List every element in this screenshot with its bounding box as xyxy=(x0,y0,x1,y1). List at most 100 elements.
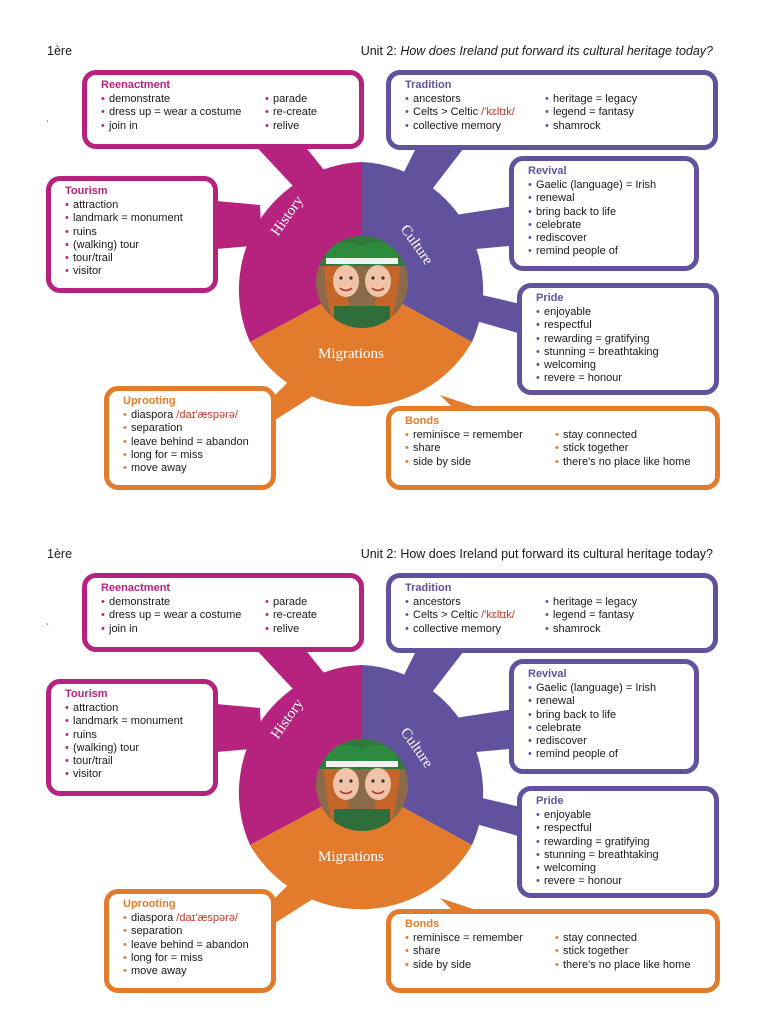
list-item: separation xyxy=(123,925,261,938)
unit-label: Unit 2: xyxy=(360,44,397,58)
list-item: respectful xyxy=(536,822,704,835)
list-item: attraction xyxy=(65,702,203,715)
list-item: stay connected xyxy=(555,932,690,945)
bonds-col2: stay connectedstick togetherthere's no p… xyxy=(555,932,690,972)
list-item: renewal xyxy=(528,192,684,205)
list-item: move away xyxy=(123,965,261,978)
history-connector-tourism xyxy=(205,703,262,753)
reenactment-col1: demonstratedress up = wear a costumejoin… xyxy=(101,596,265,636)
tourism-box: Tourism attractionlandmark = monumentrui… xyxy=(46,679,218,796)
tourism-list: attractionlandmark = monumentruins(walki… xyxy=(65,702,203,781)
migrations-segment xyxy=(250,282,472,407)
list-item: re-create xyxy=(265,106,317,119)
list-item: revere = honour xyxy=(536,875,704,888)
list-item: stunning = breathtaking xyxy=(536,346,704,359)
list-item: landmark = monument xyxy=(65,715,203,728)
list-item: rewarding = gratifying xyxy=(536,836,704,849)
bonds-col2: stay connectedstick togetherthere's no p… xyxy=(555,429,690,469)
list-item: diaspora /daɪ'æspərə/ xyxy=(123,912,261,925)
unit-question: Unit 2: How does Ireland put forward its… xyxy=(361,44,713,58)
list-item: Gaelic (language) = Irish xyxy=(528,179,684,192)
list-item: stay connected xyxy=(555,429,690,442)
reenactment-title: Reenactment xyxy=(101,582,171,594)
reenactment-title: Reenactment xyxy=(101,79,171,91)
level-label: 1ère xyxy=(47,44,73,58)
celtic-phonetic: /'kɛltɪk/ xyxy=(481,106,515,119)
pride-title: Pride xyxy=(536,795,564,807)
list-item: collective memory xyxy=(405,623,545,636)
list-item: leave behind = abandon xyxy=(123,436,261,449)
tourism-list: attractionlandmark = monumentruins(walki… xyxy=(65,199,203,278)
list-item: stick together xyxy=(555,442,690,455)
list-item: reminisce = remember xyxy=(405,932,555,945)
unit-question-text: How does Ireland put forward its cultura… xyxy=(400,44,713,58)
level-label: 1ère xyxy=(47,547,73,561)
uprooting-box: Uprooting diaspora /daɪ'æspərə/ separati… xyxy=(104,386,276,490)
list-item: revere = honour xyxy=(536,372,704,385)
list-item: respectful xyxy=(536,319,704,332)
list-item: parade xyxy=(265,596,317,609)
list-item: bring back to life xyxy=(528,206,684,219)
list-item: parade xyxy=(265,93,317,106)
stray-mark: ˎ xyxy=(46,112,50,123)
list-item: separation xyxy=(123,422,261,435)
list-item: heritage = legacy xyxy=(545,93,637,106)
list-item: long for = miss xyxy=(123,952,261,965)
celtic-phonetic: /'kɛltɪk/ xyxy=(481,609,515,622)
list-item: legend = fantasy xyxy=(545,609,637,622)
list-item: tour/trail xyxy=(65,252,203,265)
uprooting-title: Uprooting xyxy=(123,395,176,407)
uprooting-box: Uprooting diaspora /daɪ'æspərə/ separati… xyxy=(104,889,276,993)
list-item: stunning = breathtaking xyxy=(536,849,704,862)
list-item: join in xyxy=(101,120,265,133)
list-item: diaspora /daɪ'æspərə/ xyxy=(123,409,261,422)
list-item: rediscover xyxy=(528,735,684,748)
tradition-col2: heritage = legacylegend = fantasyshamroc… xyxy=(545,93,637,133)
pride-list: enjoyablerespectfulrewarding = gratifyin… xyxy=(536,306,704,385)
list-item: heritage = legacy xyxy=(545,596,637,609)
topic-wheel xyxy=(205,643,525,928)
list-item: ruins xyxy=(65,226,203,239)
list-item: side by side xyxy=(405,959,555,972)
list-item: welcoming xyxy=(536,862,704,875)
list-item: dress up = wear a costume xyxy=(101,106,265,119)
unit-question: Unit 2: How does Ireland put forward its… xyxy=(361,547,713,561)
bonds-title: Bonds xyxy=(405,415,440,427)
pride-box: Pride enjoyablerespectfulrewarding = gra… xyxy=(517,283,719,395)
list-item: there's no place like home xyxy=(555,456,690,469)
list-item: visitor xyxy=(65,768,203,781)
revival-box: Revival Gaelic (language) = Irishrenewal… xyxy=(509,156,699,271)
list-item: welcoming xyxy=(536,359,704,372)
tradition-title: Tradition xyxy=(405,79,452,91)
diaspora-phonetic: /daɪ'æspərə/ xyxy=(176,409,238,422)
list-item: ancestors xyxy=(405,596,545,609)
list-item: remind people of xyxy=(528,245,684,258)
tradition-box: Tradition ancestors Celts > Celtic /'kɛl… xyxy=(386,573,718,653)
diaspora-word: diaspora xyxy=(131,912,177,925)
list-item: celebrate xyxy=(528,219,684,232)
unit-label: Unit 2: xyxy=(360,547,397,561)
list-item: rediscover xyxy=(528,232,684,245)
revival-box: Revival Gaelic (language) = Irishrenewal… xyxy=(509,659,699,774)
list-item: (walking) tour xyxy=(65,239,203,252)
list-item: legend = fantasy xyxy=(545,106,637,119)
tradition-col2: heritage = legacylegend = fantasyshamroc… xyxy=(545,596,637,636)
pride-title: Pride xyxy=(536,292,564,304)
pride-box: Pride enjoyablerespectfulrewarding = gra… xyxy=(517,786,719,898)
tradition-box: Tradition ancestors Celts > Celtic /'kɛl… xyxy=(386,70,718,150)
bonds-col1: reminisce = remembershareside by side xyxy=(405,932,555,972)
reenactment-box: Reenactment demonstratedress up = wear a… xyxy=(82,70,364,149)
list-item: side by side xyxy=(405,456,555,469)
tradition-col1: ancestors Celts > Celtic /'kɛltɪk/ colle… xyxy=(405,93,545,133)
list-item: ancestors xyxy=(405,93,545,106)
list-item: remind people of xyxy=(528,748,684,761)
list-item: share xyxy=(405,945,555,958)
tourism-box: Tourism attractionlandmark = monumentrui… xyxy=(46,176,218,293)
two-girls-in-green-hats-photo xyxy=(316,739,408,831)
list-item: tour/trail xyxy=(65,755,203,768)
list-item: share xyxy=(405,442,555,455)
list-item: dress up = wear a costume xyxy=(101,609,265,622)
pride-list: enjoyablerespectfulrewarding = gratifyin… xyxy=(536,809,704,888)
revival-title: Revival xyxy=(528,668,567,680)
revival-list: Gaelic (language) = Irishrenewalbring ba… xyxy=(528,179,684,258)
